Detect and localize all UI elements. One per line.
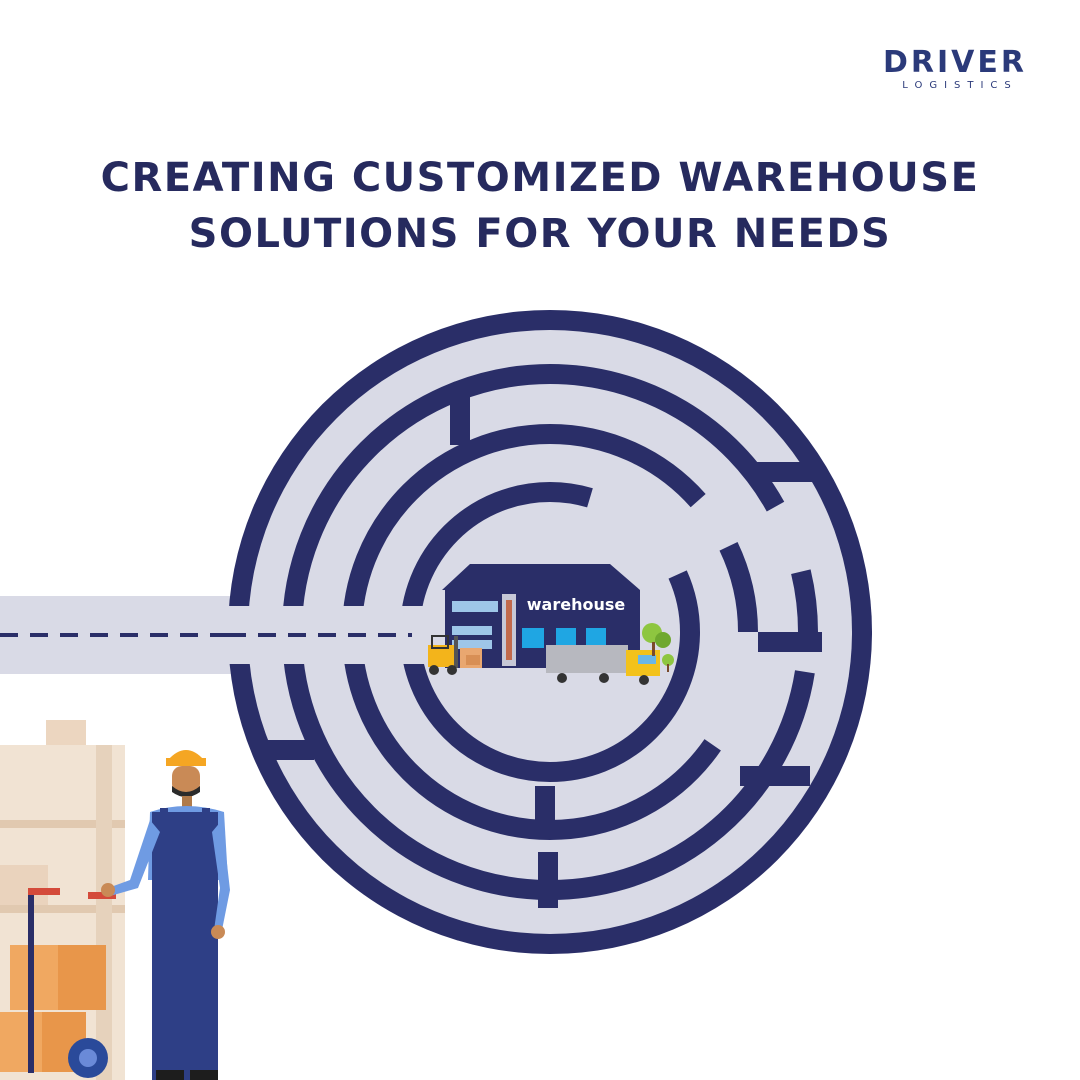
warehouse-building <box>442 564 640 668</box>
trees <box>642 623 674 672</box>
brand-logo: DRIVER LOGISTICS <box>880 46 1030 92</box>
truck <box>546 645 660 685</box>
headline-line-2: SOLUTIONS FOR YOUR NEEDS <box>188 211 892 257</box>
warehouse-sign: warehouse <box>526 595 626 614</box>
brand-subtitle: LOGISTICS <box>902 80 1018 91</box>
headline-line-1: CREATING CUSTOMIZED WAREHOUSE <box>100 155 980 201</box>
forklift <box>428 635 482 675</box>
worker <box>101 750 230 1080</box>
brand-name: DRIVER <box>883 45 1027 80</box>
hand-truck <box>0 888 116 1078</box>
headline: CREATING CUSTOMIZED WAREHOUSE SOLUTIONS … <box>0 150 1080 262</box>
